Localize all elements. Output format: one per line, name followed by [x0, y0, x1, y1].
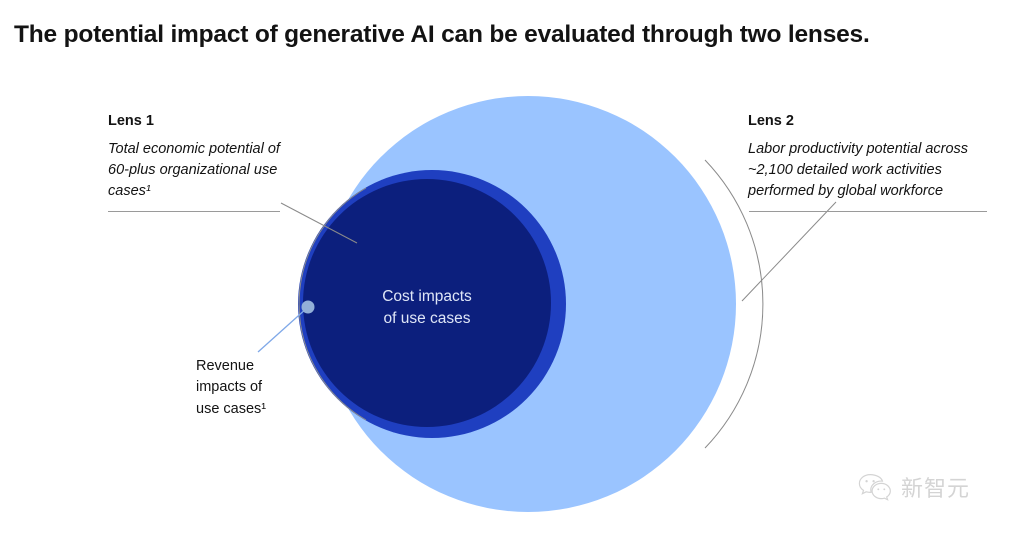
lens2-annotation: Lens 2 Labor productivity potential acro… — [748, 112, 988, 220]
watermark-text: 新智元 — [901, 477, 971, 502]
revenue-leader-line — [257, 307, 308, 353]
revenue-callout-line-2: impacts of — [196, 379, 263, 396]
revenue-marker-dot — [301, 300, 315, 314]
lens2-rule — [749, 210, 987, 212]
lens2-heading: Lens 2 — [748, 113, 794, 129]
lens1-heading: Lens 1 — [108, 113, 154, 129]
lens1-rule — [108, 210, 280, 212]
wechat-icon — [858, 473, 891, 501]
lens2-description: Labor productivity potential across ~2,1… — [748, 140, 969, 200]
revenue-callout-line-3: use cases¹ — [196, 400, 267, 417]
cost-impacts-label: Cost impacts of use cases — [338, 286, 516, 330]
cost-label-line-2: of use cases — [383, 310, 471, 327]
lens1-leader-line — [280, 202, 358, 244]
lens1-annotation: Lens 1 Total economic potential of 60-pl… — [108, 112, 280, 220]
revenue-callout-line-1: Revenue — [196, 358, 255, 374]
cost-circle — [303, 179, 551, 427]
revenue-callout: Revenue impacts of use cases¹ — [196, 356, 316, 420]
watermark: 新智元 — [858, 471, 970, 503]
page-title: The potential impact of generative AI ca… — [14, 21, 870, 48]
cost-label-line-1: Cost impacts — [382, 288, 472, 305]
lens1-description: Total economic potential of 60-plus orga… — [108, 140, 280, 200]
lens1-arc — [298, 187, 367, 421]
lens2-leader-line — [741, 201, 837, 302]
lens2-arc — [704, 159, 764, 449]
